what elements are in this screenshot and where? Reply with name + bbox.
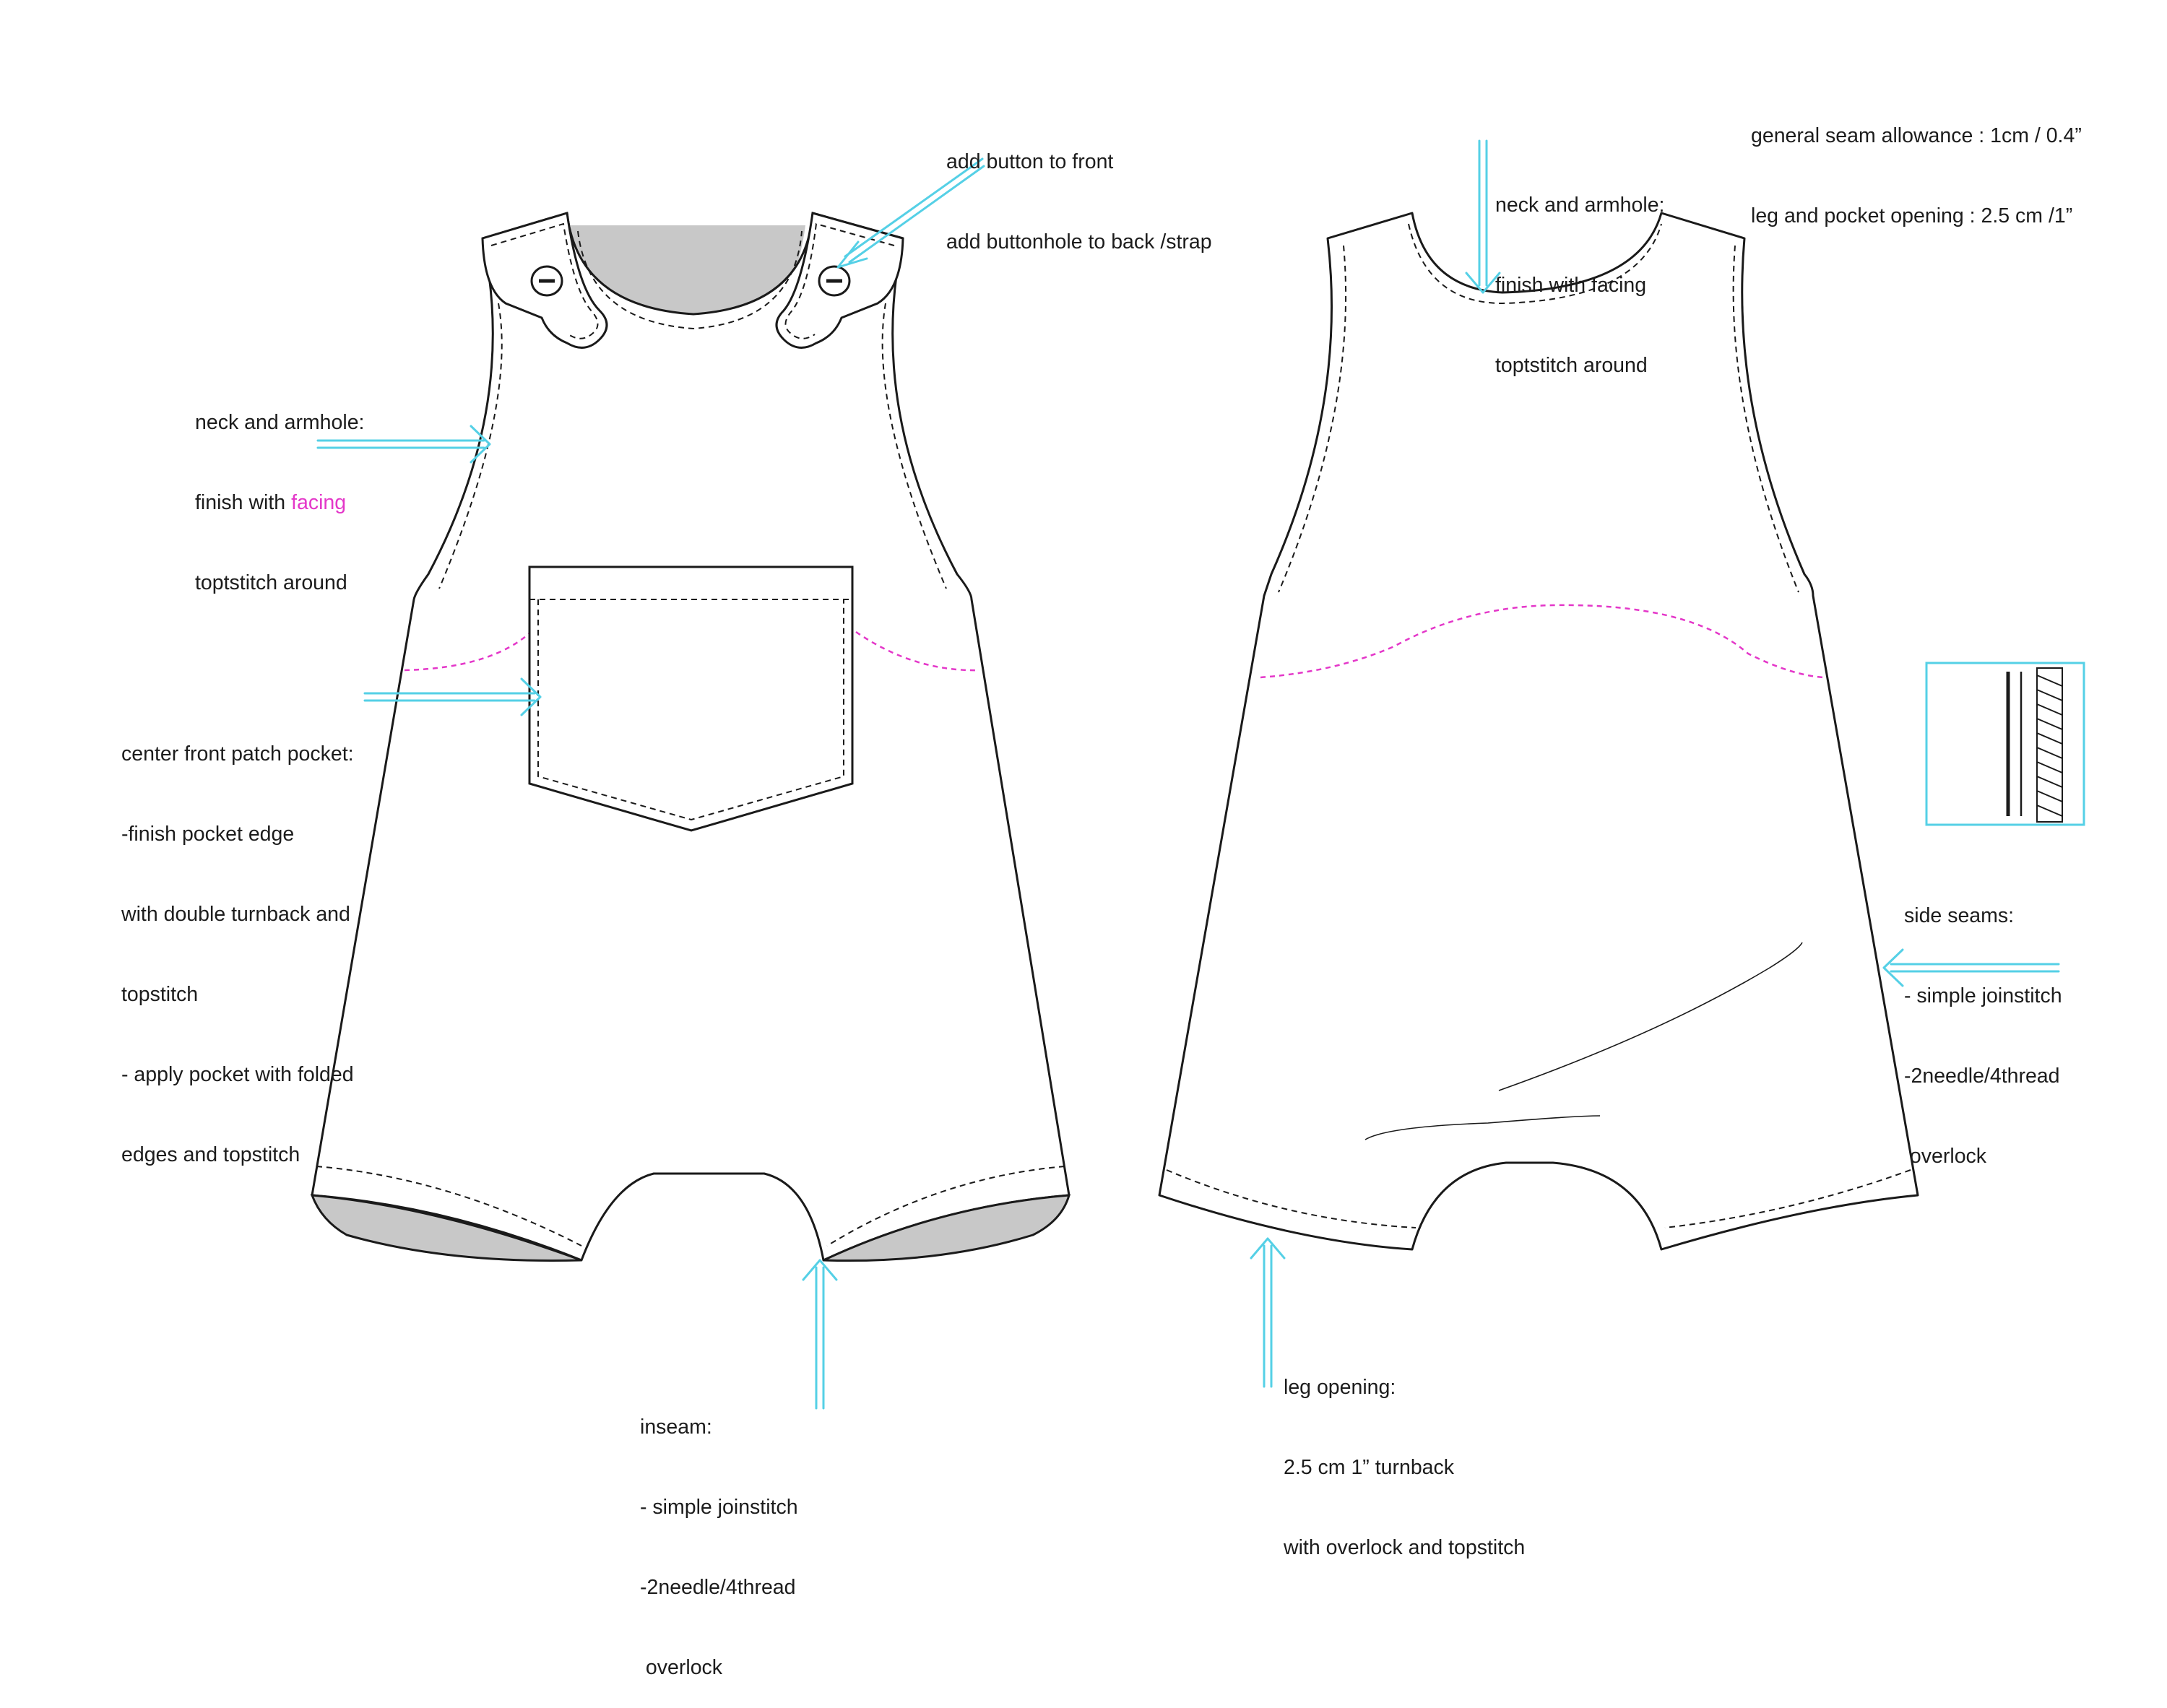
- leg-opening-note: leg opening: 2.5 cm 1” turnback with ove…: [1284, 1321, 1525, 1588]
- leg-opening-line-1: leg opening:: [1284, 1376, 1396, 1399]
- front-neck-line-2: finish with facing: [195, 490, 364, 516]
- back-drape-line-1: [1498, 942, 1803, 1091]
- back-right-hem-topstitch: [1664, 1169, 1911, 1228]
- button-note-line-1: add button to front: [946, 150, 1114, 173]
- seam-allowance-line-2: leg and pocket opening : 2.5 cm /1”: [1751, 204, 2073, 227]
- side-seams-line-3: -2needle/4thread: [1904, 1065, 2060, 1088]
- back-view: [1158, 212, 1919, 1251]
- front-right-armhole-topstitch: [881, 303, 947, 589]
- front-right-hem-topstitch: [826, 1166, 1065, 1247]
- front-left-strap-topstitch: [490, 222, 599, 339]
- pocket-line-6: edges and topstitch: [121, 1143, 300, 1166]
- front-waist-seam-right: [855, 630, 979, 672]
- back-waist-seam: [1260, 604, 1825, 679]
- front-neck-line-2-prefix: finish with: [195, 491, 292, 514]
- inseam-arrow: [802, 1259, 838, 1410]
- front-left-armhole-topstitch: [438, 303, 503, 589]
- button-icon: [530, 265, 563, 297]
- seam-allowance-line-1: general seam allowance : 1cm / 0.4”: [1751, 124, 2082, 147]
- inseam-line-3: -2needle/4thread: [640, 1576, 796, 1599]
- pocket-line-1: center front patch pocket:: [121, 742, 354, 766]
- front-pocket-topstitch: [529, 599, 852, 821]
- seam-allowance-note: general seam allowance : 1cm / 0.4” leg …: [1751, 69, 2082, 256]
- side-seams-note: side seams: - simple joinstitch -2needle…: [1904, 849, 2062, 1197]
- button-note: add button to front add buttonhole to ba…: [946, 95, 1212, 282]
- front-neck-line-1: neck and armhole:: [195, 411, 365, 434]
- back-neck-line-1: neck and armhole:: [1495, 194, 1665, 217]
- back-neck-line-3: toptstitch around: [1495, 354, 1648, 377]
- back-neck-line-2: finish with facing: [1495, 274, 1647, 297]
- side-seams-arrow: [1882, 948, 2060, 987]
- pocket-line-5: - apply pocket with folded: [121, 1063, 354, 1086]
- pocket-line-2: -finish pocket edge: [121, 823, 295, 846]
- back-left-armhole-topstitch: [1278, 245, 1347, 593]
- front-left-leg-lining: [310, 1194, 582, 1262]
- front-neck-topstitch: [577, 230, 803, 330]
- back-neck-arrow: [1465, 139, 1501, 294]
- front-left-hem-topstitch: [316, 1166, 582, 1247]
- inseam-line-2: - simple joinstitch: [640, 1496, 798, 1519]
- leg-opening-arrow: [1250, 1237, 1286, 1388]
- front-neck-armhole-note: neck and armhole: finish with facing top…: [195, 356, 364, 623]
- front-right-leg-lining: [823, 1194, 1071, 1262]
- back-neck-topstitch: [1408, 223, 1662, 305]
- inseam-note: inseam: - simple joinstitch -2needle/4th…: [640, 1361, 798, 1708]
- button-arrow: [836, 157, 985, 269]
- back-left-hem-topstitch: [1166, 1169, 1416, 1228]
- pocket-line-4: topstitch: [121, 983, 199, 1006]
- pocket-note: center front patch pocket: -finish pocke…: [121, 688, 354, 1195]
- back-drape-line-2: [1364, 1115, 1601, 1140]
- leg-opening-line-2: 2.5 cm 1” turnback: [1284, 1456, 1455, 1479]
- garment-tech-drawing: [310, 139, 2085, 1410]
- leg-opening-line-3: with overlock and topstitch: [1284, 1536, 1526, 1559]
- back-neck-armhole-note: neck and armhole: finish with facing top…: [1495, 139, 1664, 406]
- facing-highlight: facing: [291, 491, 347, 514]
- pocket-line-3: with double turnback and: [121, 903, 350, 926]
- back-body-outline: [1158, 212, 1919, 1251]
- front-patch-pocket: [528, 565, 854, 832]
- side-seams-line-2: - simple joinstitch: [1904, 984, 2062, 1007]
- side-seams-line-4: overlock: [1904, 1145, 1987, 1168]
- button-icon: [818, 265, 851, 297]
- inseam-line-4: overlock: [640, 1656, 723, 1679]
- front-armhole-arrow: [316, 425, 491, 464]
- button-note-line-2: add buttonhole to back /strap: [946, 230, 1212, 253]
- front-waist-seam-left: [404, 631, 532, 672]
- front-view: [310, 212, 1071, 1262]
- overlock-stitch-icon: [1925, 662, 2085, 826]
- inseam-line-1: inseam:: [640, 1416, 712, 1439]
- side-seams-line-1: side seams:: [1904, 904, 2015, 927]
- back-right-armhole-topstitch: [1732, 245, 1799, 593]
- pocket-arrow: [363, 677, 542, 716]
- front-neck-line-3: toptstitch around: [195, 571, 347, 594]
